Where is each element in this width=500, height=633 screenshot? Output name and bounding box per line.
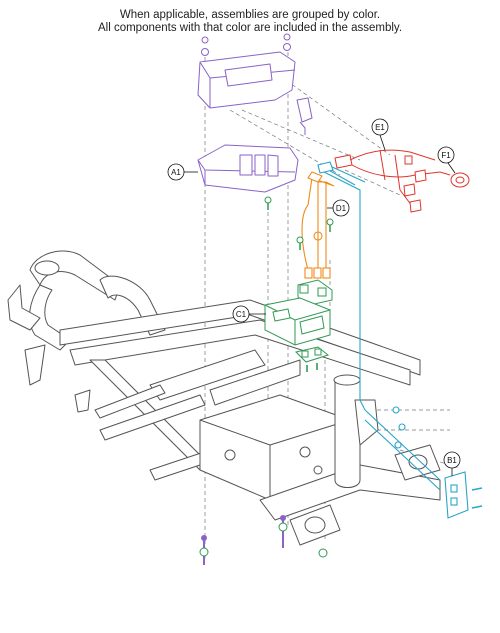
callout-label-e1: E1 (375, 123, 385, 132)
callout-d1: D1 (327, 199, 350, 217)
callout-e1: E1 (371, 118, 389, 151)
green-assembly-c1 (199, 196, 334, 558)
callout-a1: A1 (167, 163, 198, 181)
red-assembly-e1 (334, 149, 470, 213)
header-note-line-1: When applicable, assemblies are grouped … (119, 9, 381, 21)
callout-b1: B1 (443, 451, 461, 476)
header-note-line-2: All components with that color are inclu… (97, 22, 403, 34)
callout-label-f1: F1 (441, 151, 451, 160)
callout-f1: F1 (437, 146, 456, 174)
cover-nut (201, 48, 209, 56)
base-frame (7, 250, 441, 546)
b1-bracket (444, 471, 469, 519)
purple-assembly-a1 (197, 33, 313, 565)
blue-assembly-b1 (317, 161, 483, 519)
orange-assembly-d1 (301, 171, 335, 279)
callout-label-a1: A1 (171, 168, 181, 177)
callout-label-b1: B1 (447, 456, 457, 465)
callout-c1: C1 (232, 305, 266, 323)
callout-label-c1: C1 (236, 310, 247, 319)
cover-nut (283, 43, 291, 51)
callout-label-d1: D1 (336, 204, 347, 213)
